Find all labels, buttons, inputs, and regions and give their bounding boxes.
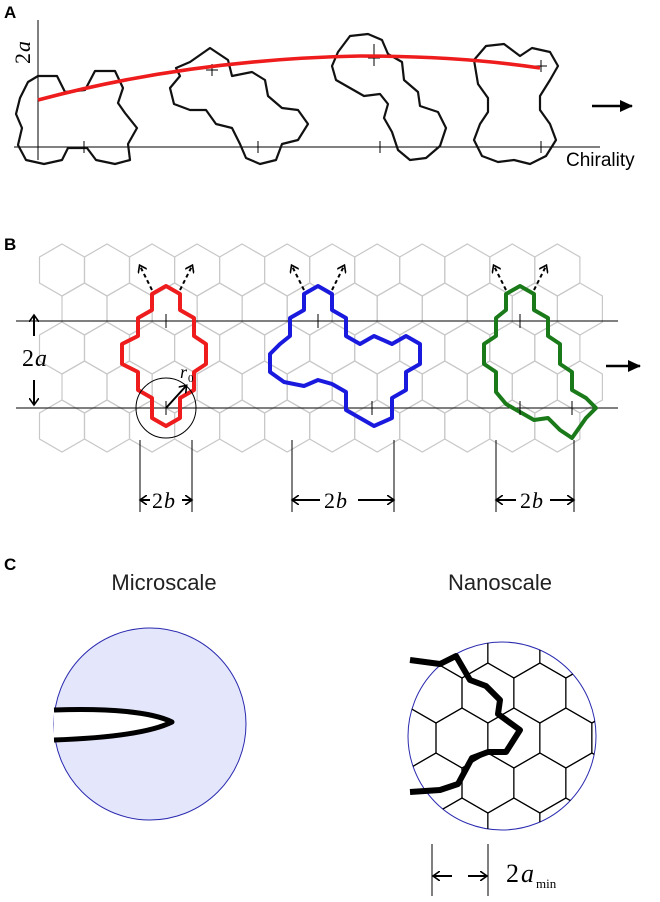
panel-b-2b-num-2: 2 [324, 488, 335, 513]
lattice-hexagon [421, 360, 468, 414]
panel-a-lattice-marks [83, 44, 547, 153]
panel-c-dim-var: a [521, 859, 534, 888]
panel-b-2b-var-1: b [164, 488, 175, 513]
lattice-hexagon [83, 243, 131, 297]
panel-b-2b-num-1: 2 [152, 488, 163, 513]
panel-b-tip-arrows [140, 266, 546, 291]
panel-c: C Microscale Nanoscale 2 a min [4, 555, 660, 902]
nano-hexagon [618, 573, 660, 633]
nano-hexagon [566, 843, 618, 902]
panel-b-r0-var: r [180, 362, 188, 382]
panel-a-shape-2 [168, 46, 310, 166]
panel-a-shape-3 [330, 32, 448, 162]
panel-b-2a-var: a [35, 346, 47, 372]
panel-b-blue-crack [268, 284, 422, 428]
lattice-hexagon [196, 360, 243, 414]
lattice-hexagon [399, 243, 446, 297]
nano-hexagon [408, 752, 411, 814]
nano-hexagon [332, 798, 384, 858]
panel-c-dim-num: 2 [506, 859, 519, 888]
panel-c-left-title: Microscale [111, 570, 216, 595]
lattice-hexagon [38, 243, 86, 297]
lattice-hexagon [511, 360, 559, 414]
panel-a-letter: A [4, 3, 16, 22]
lattice-hexagon [61, 282, 108, 336]
nano-hexagon [408, 642, 437, 679]
panel-b-letter: B [4, 235, 16, 254]
panel-a: A 2 a Chirality [4, 3, 635, 171]
lattice-hexagon [534, 321, 581, 375]
nano-hexagon [644, 708, 660, 768]
panel-a-ylabel: 2 a [10, 41, 35, 64]
panel-c-nanoscale-crack [409, 653, 523, 795]
panel-b-r0-circle [135, 377, 197, 439]
nano-hexagon [591, 797, 596, 830]
nano-hexagon [358, 573, 410, 633]
lattice-hexagon [354, 243, 401, 297]
nano-hexagon [644, 798, 660, 858]
panel-a-ylabel-var: a [10, 41, 35, 52]
panel-b-lattice-marks [165, 314, 573, 415]
panel-b-2b-var-2: b [336, 488, 347, 513]
nano-hexagon [408, 797, 437, 830]
lattice-hexagon [534, 399, 581, 453]
lattice-hexagon [534, 243, 581, 297]
nano-hexagon [566, 573, 618, 633]
panel-b-2b-var-3: b [532, 488, 543, 513]
panel-a-ylabel-num: 2 [10, 53, 35, 64]
lattice-hexagon [556, 282, 604, 336]
lattice-hexagon [286, 360, 333, 414]
lattice-hexagon [399, 321, 446, 375]
nano-hexagon [618, 843, 660, 902]
panel-b-red-crack [120, 284, 208, 428]
panel-a-shape-1 [14, 69, 139, 166]
panel-c-microscale-crack [53, 707, 175, 743]
lattice-hexagon [219, 243, 266, 297]
lattice-hexagon [106, 282, 153, 336]
nano-hexagon [332, 708, 384, 768]
nano-hexagon [358, 843, 410, 902]
lattice-hexagon [241, 360, 288, 414]
panel-b-green-crack [482, 284, 598, 440]
lattice-hexagon [241, 282, 288, 336]
panel-a-trajectory-curve [37, 54, 541, 102]
nano-hexagon [591, 707, 596, 769]
nano-hexagon [591, 642, 596, 679]
panel-b-2b-num-3: 2 [520, 488, 531, 513]
nano-hexagon [618, 753, 660, 813]
lattice-hexagon [219, 321, 266, 375]
panel-a-shape-4 [472, 42, 560, 166]
panel-b-r0-arrow [165, 386, 186, 409]
nano-hexagon [410, 843, 462, 902]
lattice-hexagon [196, 282, 243, 336]
panel-b: B 2 a [4, 235, 641, 513]
nano-hexagon [644, 618, 660, 678]
nano-hexagon [408, 662, 411, 724]
panel-c-dim-sub: min [536, 876, 557, 891]
nano-hexagon [618, 663, 660, 723]
nano-hexagon [332, 618, 384, 678]
lattice-hexagon [331, 282, 378, 336]
panel-b-r0-sub: 0 [188, 373, 194, 385]
lattice-hexagon [444, 243, 491, 297]
lattice-hexagon [354, 321, 401, 375]
panel-a-xlabel: Chirality [566, 150, 635, 171]
panel-b-2b-guides [139, 440, 575, 512]
panel-c-letter: C [4, 555, 16, 574]
panel-b-2a-num: 2 [22, 346, 34, 372]
lattice-hexagon [61, 360, 108, 414]
lattice-hexagon [376, 282, 423, 336]
lattice-hexagon [421, 282, 468, 336]
lattice-hexagon [151, 360, 198, 414]
panel-c-right-title: Nanoscale [448, 570, 552, 595]
panel-b-hex-lattice [38, 243, 604, 453]
